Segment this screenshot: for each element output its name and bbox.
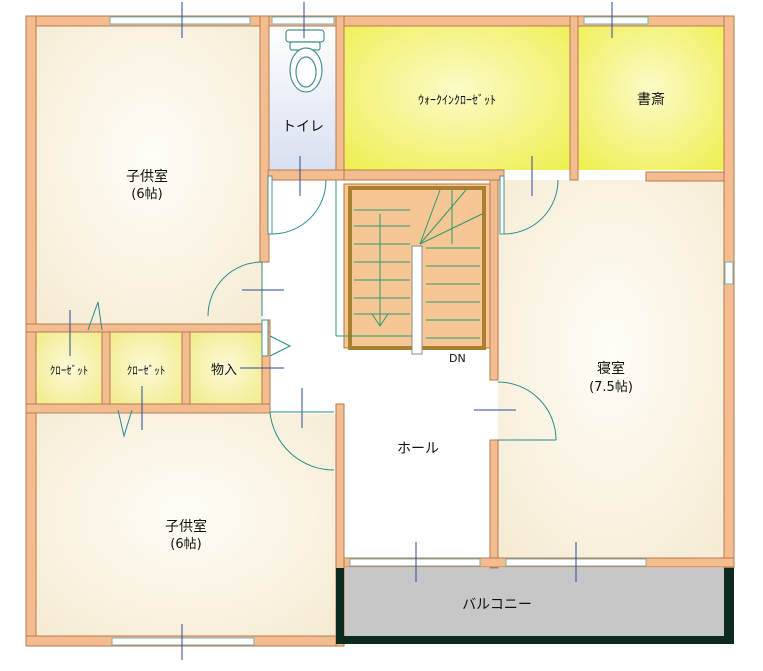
child-room-bottom-size: (6帖) (170, 537, 201, 552)
wall-wic-bottom (343, 169, 505, 181)
window-child-top (109, 16, 251, 25)
door-storage (269, 335, 292, 357)
child-room-top-size: (6帖) (131, 187, 162, 202)
closet-2-label: ｸﾛｰｾﾞｯﾄ (127, 364, 166, 377)
closet-1-label: ｸﾛｰｾﾞｯﾄ (50, 364, 89, 377)
wall-closet-top (25, 323, 271, 333)
stair-treads (354, 189, 483, 339)
floors (36, 24, 724, 636)
bedroom-floor (498, 180, 724, 558)
toilet-label: トイレ (282, 119, 324, 135)
balcony-rail-bottom (336, 636, 734, 644)
door-closet-1 (87, 301, 103, 331)
closet-2-floor (110, 332, 182, 404)
staircase: DN (335, 180, 491, 365)
child-room-bottom-floor (36, 414, 336, 636)
door-closet-2 (117, 409, 133, 438)
door-leaves (261, 175, 505, 357)
walk-in-closet-label: ｳｫｰｸｲﾝｸﾛｰｾﾞｯﾄ (418, 93, 496, 107)
sash-marks (69, 2, 613, 660)
toilet-tank (285, 29, 325, 43)
wall-toilet-wic (335, 15, 345, 181)
wall-wic-study (569, 15, 579, 181)
balcony-rail (336, 568, 734, 644)
wall-toilet-bottom (267, 169, 345, 181)
wall-study-bottom (645, 171, 725, 182)
bedroom-label: 寝室 (597, 360, 625, 377)
window-balcony-left (349, 558, 481, 567)
bedroom-size: (7.5帖) (589, 380, 633, 395)
walk-in-closet-floor (344, 24, 570, 170)
window-study (583, 16, 649, 25)
toilet-seat (295, 56, 317, 88)
wall-hall-left-lower (335, 403, 345, 647)
stairs-direction-label: DN (449, 352, 466, 365)
door-child-top (207, 261, 263, 317)
wall-closet-bottom (25, 403, 271, 414)
wall-closets-divider-1 (101, 325, 111, 413)
door-bedroom (497, 381, 557, 441)
child-room-top-label: 子供室 (126, 168, 168, 185)
door-child-bottom (269, 411, 335, 471)
window-child-bottom (111, 637, 255, 646)
child-room-top-floor (36, 24, 268, 324)
balcony-rail-left (336, 568, 344, 644)
wall-closets-divider-2 (181, 325, 191, 413)
balcony-floor (344, 568, 724, 636)
balcony-rail-right (724, 568, 734, 644)
window-toilet (271, 16, 335, 25)
study-label: 書斎 (637, 91, 665, 108)
study-floor (578, 24, 724, 170)
stair-arrow (371, 313, 389, 327)
room-labels: 子供室 (6帖) トイレ ｳｫｰｸｲﾝｸﾛｰｾﾞｯﾄ 書斎 ｸﾛｰｾﾞｯﾄ ｸﾛ… (50, 91, 665, 613)
storage-label: 物入 (211, 363, 237, 378)
balcony-label: バルコニー (462, 597, 532, 613)
wall-hall-bedroom (489, 179, 499, 381)
stair-newel (411, 245, 423, 355)
toilet-fixture (285, 29, 325, 93)
hall-label: ホール (397, 441, 439, 457)
window-bedroom-side (724, 261, 734, 285)
child-room-bottom-label: 子供室 (165, 518, 207, 535)
wall-hall-bedroom-lower (489, 439, 499, 569)
wall-right (723, 15, 735, 569)
wall-childroom-toilet (259, 15, 270, 263)
closet-1-floor (36, 332, 102, 404)
